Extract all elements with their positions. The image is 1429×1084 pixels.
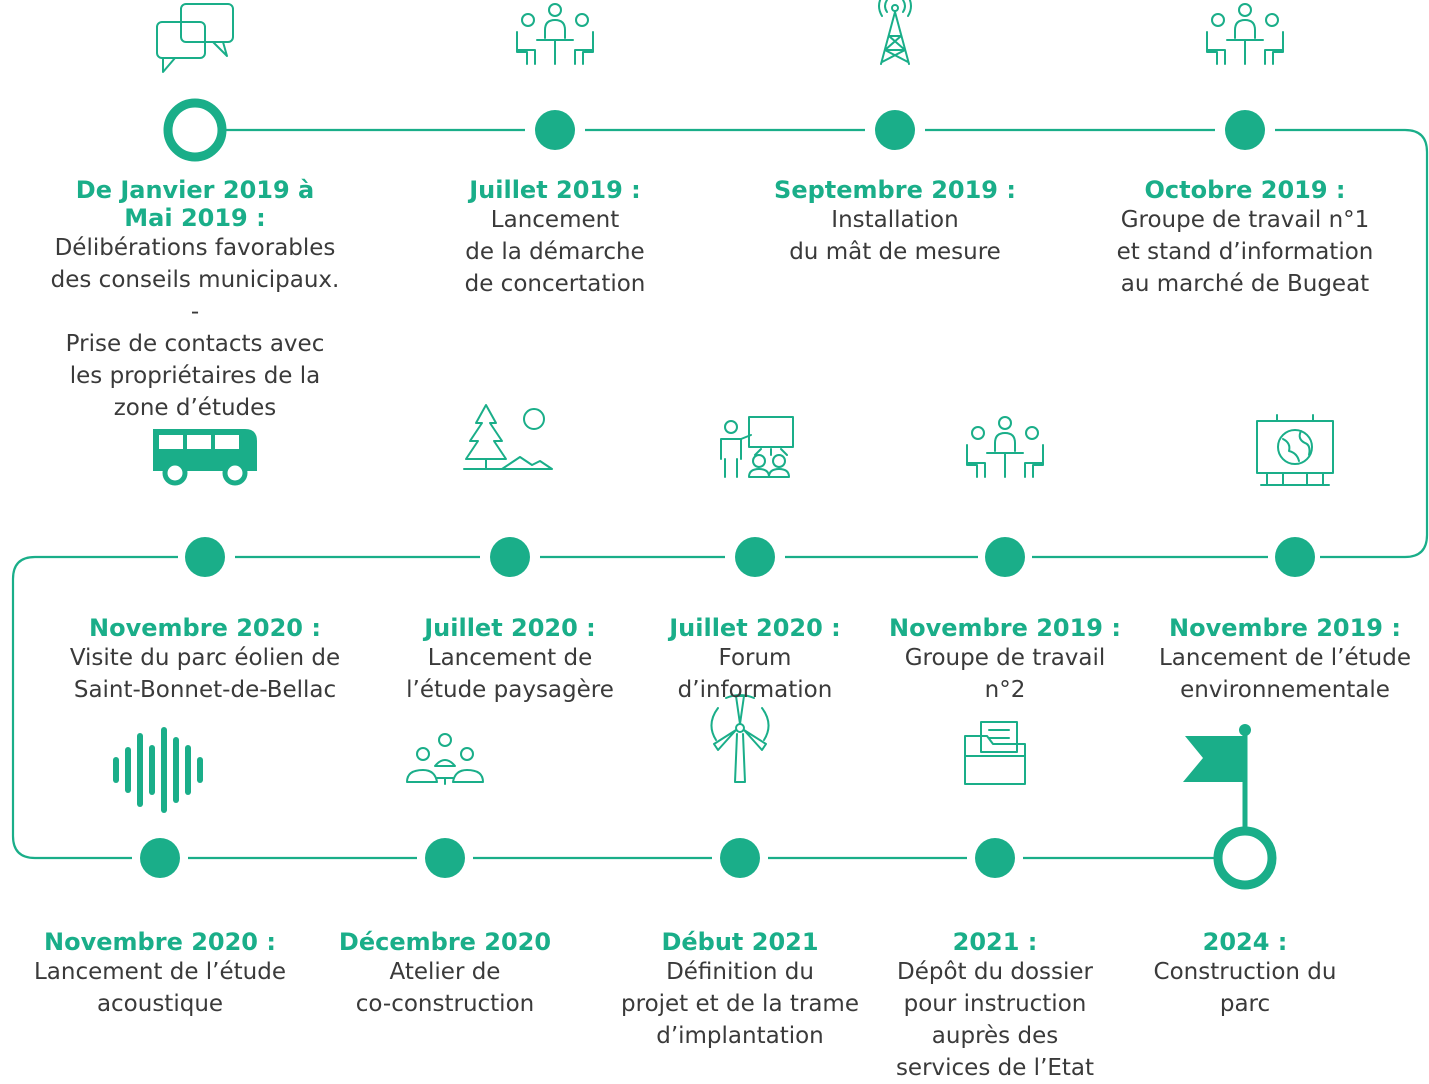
event-description: Construction du parc bbox=[1153, 959, 1337, 1017]
timeline-node-12 bbox=[720, 838, 760, 878]
event-date: De Janvier 2019 à Mai 2019 : bbox=[75, 176, 315, 232]
timeline-event-2: Juillet 2019 : Lancement de la démarche d… bbox=[405, 176, 705, 300]
landscape-icon bbox=[463, 404, 553, 470]
globe-board-icon bbox=[1256, 414, 1334, 486]
timeline-event-7: Juillet 2020 : Forum d’information bbox=[625, 614, 885, 706]
timeline-event-4: Octobre 2019 : Groupe de travail n°1 et s… bbox=[1095, 176, 1395, 300]
timeline-icons bbox=[113, 0, 1334, 830]
event-date: Début 2021 bbox=[661, 928, 819, 956]
event-date: Novembre 2019 : bbox=[1169, 614, 1401, 642]
event-description: Atelier de co-construction bbox=[355, 959, 535, 1017]
timeline-node-13 bbox=[975, 838, 1015, 878]
folder-icon bbox=[964, 721, 1026, 785]
event-description: Visite du parc éolien de Saint-Bonnet-de… bbox=[69, 645, 341, 703]
event-description: Définition du projet et de la trame d’im… bbox=[621, 959, 859, 1049]
timeline-node-9 bbox=[185, 537, 225, 577]
timeline-event-9: Novembre 2020 : Visite du parc éolien de … bbox=[55, 614, 355, 706]
timeline-node-2 bbox=[535, 110, 575, 150]
event-date: Juillet 2019 : bbox=[469, 176, 641, 204]
timeline-path bbox=[11, 128, 1429, 860]
timeline-node-1 bbox=[163, 98, 227, 162]
timeline-node-8 bbox=[490, 537, 530, 577]
event-date: Juillet 2020 : bbox=[424, 614, 596, 642]
flag-icon bbox=[1183, 724, 1251, 830]
event-description: Lancement de l’étude acoustique bbox=[33, 959, 286, 1017]
wind-turbine-icon bbox=[710, 694, 770, 783]
timeline-node-11 bbox=[425, 838, 465, 878]
meeting-icon bbox=[1206, 3, 1284, 65]
meeting-icon bbox=[966, 416, 1044, 478]
timeline-event-6: Novembre 2019 : Groupe de travail n°2 bbox=[875, 614, 1135, 706]
timeline-node-7 bbox=[735, 537, 775, 577]
event-description: Groupe de travail n°1 et stand d’informa… bbox=[1116, 207, 1374, 297]
timeline-node-3 bbox=[875, 110, 915, 150]
event-date: Octobre 2019 : bbox=[1144, 176, 1346, 204]
timeline-event-5: Novembre 2019 : Lancement de l’étude envi… bbox=[1145, 614, 1425, 706]
event-date: 2024 : bbox=[1202, 928, 1288, 956]
event-description: Lancement de la démarche de concertation bbox=[464, 207, 646, 297]
chat-bubbles-icon bbox=[156, 3, 234, 73]
timeline-curve-right bbox=[1404, 128, 1429, 559]
timeline-event-10: Novembre 2020 : Lancement de l’étude acou… bbox=[20, 928, 300, 1020]
event-date: 2021 : bbox=[952, 928, 1038, 956]
timeline-node-4 bbox=[1225, 110, 1265, 150]
event-date: Novembre 2019 : bbox=[889, 614, 1121, 642]
antenna-tower-icon bbox=[878, 0, 912, 65]
timeline-node-6 bbox=[985, 537, 1025, 577]
event-description: Forum d’information bbox=[677, 645, 833, 703]
event-description: Lancement de l’étude paysagère bbox=[406, 645, 614, 703]
event-date: Décembre 2020 bbox=[338, 928, 552, 956]
timeline-curve-left bbox=[11, 555, 36, 860]
event-date: Novembre 2020 : bbox=[44, 928, 276, 956]
timeline-nodes bbox=[140, 98, 1315, 890]
event-description: Groupe de travail n°2 bbox=[904, 645, 1106, 703]
event-description: Lancement de l’étude environnementale bbox=[1158, 645, 1411, 703]
timeline-node-10 bbox=[140, 838, 180, 878]
event-description: Dépôt du dossier pour instruction auprès… bbox=[895, 959, 1095, 1081]
timeline-event-8: Juillet 2020 : Lancement de l’étude paysa… bbox=[380, 614, 640, 706]
event-description: Délibérations favorables des conseils mu… bbox=[50, 235, 340, 421]
event-description: Installation du mât de mesure bbox=[789, 207, 1001, 265]
meeting-icon bbox=[516, 3, 594, 65]
timeline-event-1: De Janvier 2019 à Mai 2019 :Délibération… bbox=[45, 176, 345, 424]
timeline-event-13: 2021 : Dépôt du dossier pour instruction … bbox=[865, 928, 1125, 1084]
presentation-icon bbox=[720, 416, 794, 478]
event-date: Novembre 2020 : bbox=[89, 614, 321, 642]
timeline-node-14 bbox=[1213, 826, 1277, 890]
event-date: Septembre 2019 : bbox=[774, 176, 1016, 204]
sound-wave-icon bbox=[113, 727, 203, 813]
timeline-event-3: Septembre 2019 : Installation du mât de m… bbox=[745, 176, 1045, 268]
event-date: Juillet 2020 : bbox=[669, 614, 841, 642]
timeline-node-5 bbox=[1275, 537, 1315, 577]
timeline-event-14: 2024 : Construction du parc bbox=[1125, 928, 1365, 1020]
group-icon bbox=[406, 733, 484, 785]
bus-icon bbox=[153, 429, 257, 486]
